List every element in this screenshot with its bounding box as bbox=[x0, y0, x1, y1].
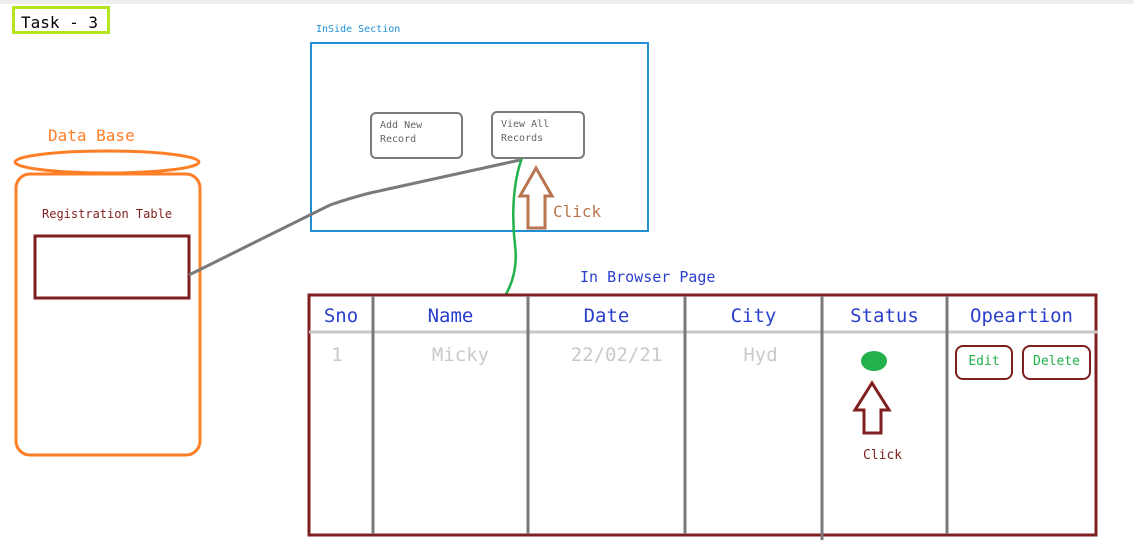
click-label: Click bbox=[553, 202, 602, 221]
cell-city: Hyd bbox=[743, 344, 778, 366]
view-all-records-button[interactable]: View All Records bbox=[491, 111, 585, 159]
database-cylinder-top bbox=[13, 149, 201, 175]
database-title: Data Base bbox=[48, 126, 135, 145]
registration-table-label: Registration Table bbox=[42, 207, 173, 221]
column-header-status: Status bbox=[850, 305, 919, 327]
cell-name: Micky bbox=[431, 344, 490, 366]
browser-page-title: In Browser Page bbox=[580, 268, 716, 286]
browser-table-frame bbox=[307, 293, 1098, 537]
edit-button[interactable]: Edit bbox=[955, 345, 1013, 380]
connector-db-to-view bbox=[188, 158, 521, 277]
delete-button[interactable]: Delete bbox=[1022, 345, 1091, 380]
column-header-operation: Opeartion bbox=[970, 305, 1073, 327]
up-arrow-icon bbox=[517, 164, 555, 230]
inside-section-title: InSide Section bbox=[316, 24, 401, 35]
inside-section-box bbox=[310, 42, 649, 232]
status-dot-icon[interactable] bbox=[861, 351, 887, 371]
cell-date: 22/02/21 bbox=[570, 344, 663, 366]
column-header-sno: Sno bbox=[323, 305, 359, 327]
registration-table-box bbox=[33, 234, 191, 300]
top-strip bbox=[0, 0, 1134, 4]
column-header-name: Name bbox=[427, 305, 474, 327]
connector-view-to-browser bbox=[503, 157, 524, 297]
column-header-city: City bbox=[730, 305, 777, 327]
task-label: Task - 3 bbox=[12, 6, 110, 34]
cell-sno: 1 bbox=[331, 344, 343, 366]
click-label: Click bbox=[863, 448, 903, 463]
column-header-date: Date bbox=[583, 305, 630, 327]
up-arrow-icon bbox=[852, 380, 892, 435]
add-new-record-button[interactable]: Add New Record bbox=[370, 112, 463, 159]
database-cylinder-body bbox=[14, 172, 202, 457]
